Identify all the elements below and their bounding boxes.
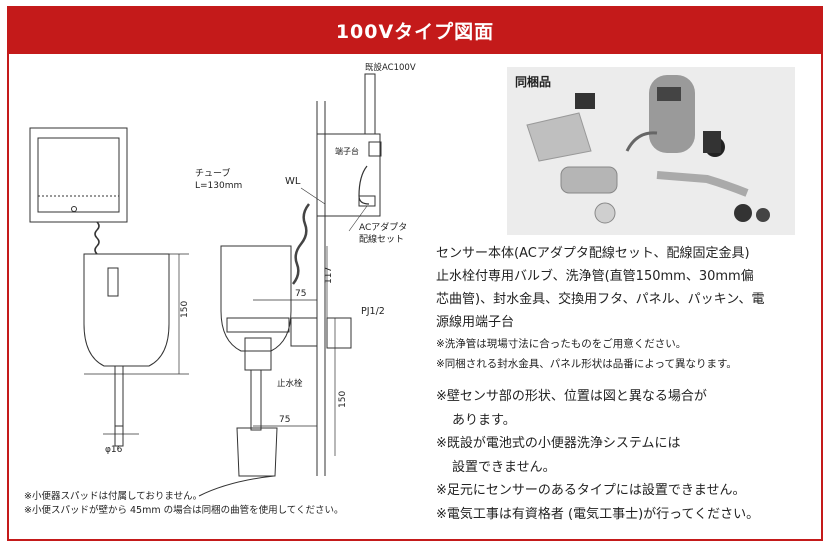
dim-75-top: 75 — [295, 289, 306, 299]
adapter-label-2: 配線セット — [359, 233, 404, 245]
dim-75-bottom: 75 — [279, 415, 290, 425]
installation-notes: ※壁センサ部の形状、位置は図と異なる場合が あります。 ※既設が電池式の小便器洗… — [436, 385, 821, 526]
stop-valve-label: 止水栓 — [277, 378, 303, 389]
note-foot-sensor: ※足元にセンサーのあるタイプには設置できません。 — [436, 483, 746, 498]
tube-label: チューブ — [195, 167, 230, 179]
small-note: ※同梱される封水金具、パネル形状は品番によって異なります。 — [436, 358, 737, 370]
included-items-title: 同梱品 — [515, 75, 552, 89]
terminal-label: 端子台 — [335, 146, 359, 156]
tube-length-label: L=130mm — [195, 181, 242, 191]
pj-label: PJ1/2 — [361, 306, 385, 317]
technical-drawing: 既設AC100V 端子台 チューブ L=130mm WL ACアダプタ 配線セッ… — [29, 62, 416, 497]
footnote-bent-pipe: ※小便スパッドが壁から 45mm の場合は同梱の曲管を使用してください。 — [24, 505, 344, 516]
adapter-label-1: ACアダプタ — [359, 221, 407, 233]
small-note: ※洗浄管は現場寸法に合ったものをご用意ください。 — [436, 338, 687, 350]
note-sensor-shape: ※壁センサ部の形状、位置は図と異なる場合が — [436, 389, 707, 404]
description-line: センサー本体(ACアダプタ配線セット、配線固定金具) — [436, 246, 750, 261]
dim-117: 117 — [324, 267, 334, 284]
dim-phi16: φ16 — [105, 445, 123, 455]
wl-label: WL — [285, 176, 301, 187]
panel-header: 100Vタイプ図面 — [7, 6, 823, 54]
note-battery-system: ※既設が電池式の小便器洗浄システムには — [436, 436, 681, 451]
included-items-photo: 同梱品 — [507, 67, 795, 235]
description-line: 源線用端子台 — [436, 315, 515, 330]
included-items-description: センサー本体(ACアダプタ配線セット、配線固定金具) 止水栓付専用バルブ、洗浄管… — [436, 242, 816, 374]
wall-sensor-inner — [37, 137, 120, 213]
footnote-spud: ※小便器スパッドは付属しておりません。 — [24, 491, 203, 502]
side-valve-body — [220, 245, 292, 352]
description-line: 芯曲管)、封水金具、交換用フタ、パネル、パッキン、電 — [436, 292, 765, 307]
description-line: 止水栓付専用バルブ、洗浄管(直管150mm、30mm偏 — [436, 269, 754, 284]
included-items-illustration — [526, 75, 770, 224]
wall-sensor-panel — [29, 127, 128, 223]
note-battery-system-cont: 設置できません。 — [452, 459, 556, 475]
existing-ac-label: 既設AC100V — [365, 62, 416, 73]
note-electrical-work: ※電気工事は有資格者 (電気工事士)が行ってください。 — [436, 506, 760, 522]
panel-title: 100Vタイプ図面 — [335, 20, 495, 43]
front-valve-body — [83, 253, 170, 367]
dim-150-left: 150 — [180, 301, 190, 318]
dim-150-right: 150 — [338, 391, 348, 408]
footnotes: ※小便器スパッドは付属しておりません。 ※小便スパッドが壁から 45mm の場合… — [24, 490, 344, 518]
note-sensor-shape-cont: あります。 — [452, 412, 516, 428]
tube-coil — [94, 221, 100, 255]
